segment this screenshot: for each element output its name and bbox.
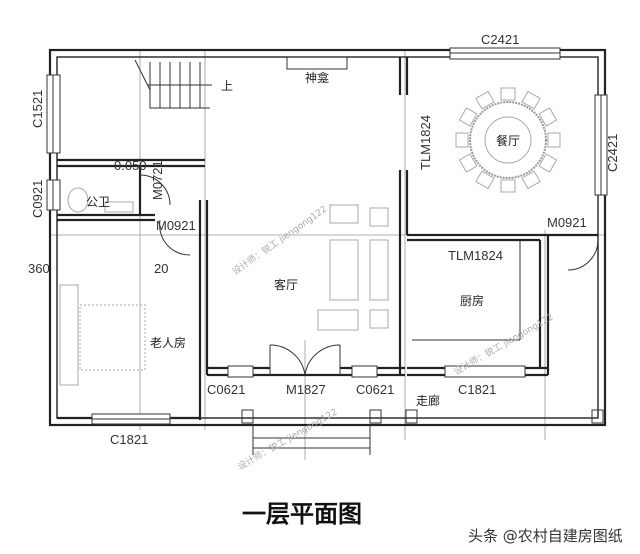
plan-title: 一层平面图 (242, 500, 362, 528)
chair (521, 90, 541, 110)
window-c2421-top: C2421 (481, 32, 519, 47)
chair (500, 87, 516, 101)
chair (500, 179, 516, 193)
shrine-label: 神龛 (305, 71, 329, 85)
door-m0721: M0721 (150, 160, 165, 200)
entrance-steps (252, 425, 371, 455)
door-m1827: M1827 (286, 382, 326, 397)
living-room-label: 客厅 (274, 277, 298, 292)
door-tlm1824-horizontal: TLM1824 (448, 248, 503, 263)
window-c0921: C0921 (30, 180, 45, 218)
furniture (59, 187, 389, 386)
chair (538, 107, 558, 127)
kitchen-label: 厨房 (460, 293, 484, 308)
door-m0921-right: M0921 (547, 215, 587, 230)
axis-grid (50, 50, 605, 460)
staircase (134, 56, 348, 109)
chair (455, 132, 469, 148)
doors (140, 174, 599, 376)
corridor-label: 走廊 (416, 393, 440, 408)
dining-table (455, 87, 561, 193)
chair (475, 170, 495, 190)
window-c2421-right: C2421 (605, 134, 620, 172)
dim-20: 20 (154, 261, 168, 276)
chair (521, 170, 541, 190)
chair (458, 107, 478, 127)
window-c1821-bottom: C1821 (110, 432, 148, 447)
chair (458, 153, 478, 173)
door-tlm1824-vertical: TLM1824 (418, 115, 433, 170)
door-m0921-left: M0921 (156, 218, 196, 233)
window-c1521: C1521 (30, 90, 45, 128)
window-c0621-left: C0621 (207, 382, 245, 397)
watermark: 设计师：锐工 jiengong122 (230, 203, 329, 278)
chair (547, 132, 561, 148)
stair-up-label: 上 (221, 79, 233, 93)
chair (538, 153, 558, 173)
chair (475, 90, 495, 110)
public-bath-label: 公卫 (86, 195, 110, 209)
watermark: 设计师：锐工 jiengong122 (236, 406, 340, 473)
level-mark: 0.050 (114, 158, 147, 173)
window-c1821-right: C1821 (458, 382, 496, 397)
windows (46, 47, 608, 425)
credit-text: 头条 @农村自建房图纸 (468, 527, 623, 545)
window-c0621-right: C0621 (356, 382, 394, 397)
dining-room-label: 餐厅 (496, 133, 520, 148)
elder-room-label: 老人房 (150, 335, 186, 350)
dim-360: 360 (28, 261, 50, 276)
